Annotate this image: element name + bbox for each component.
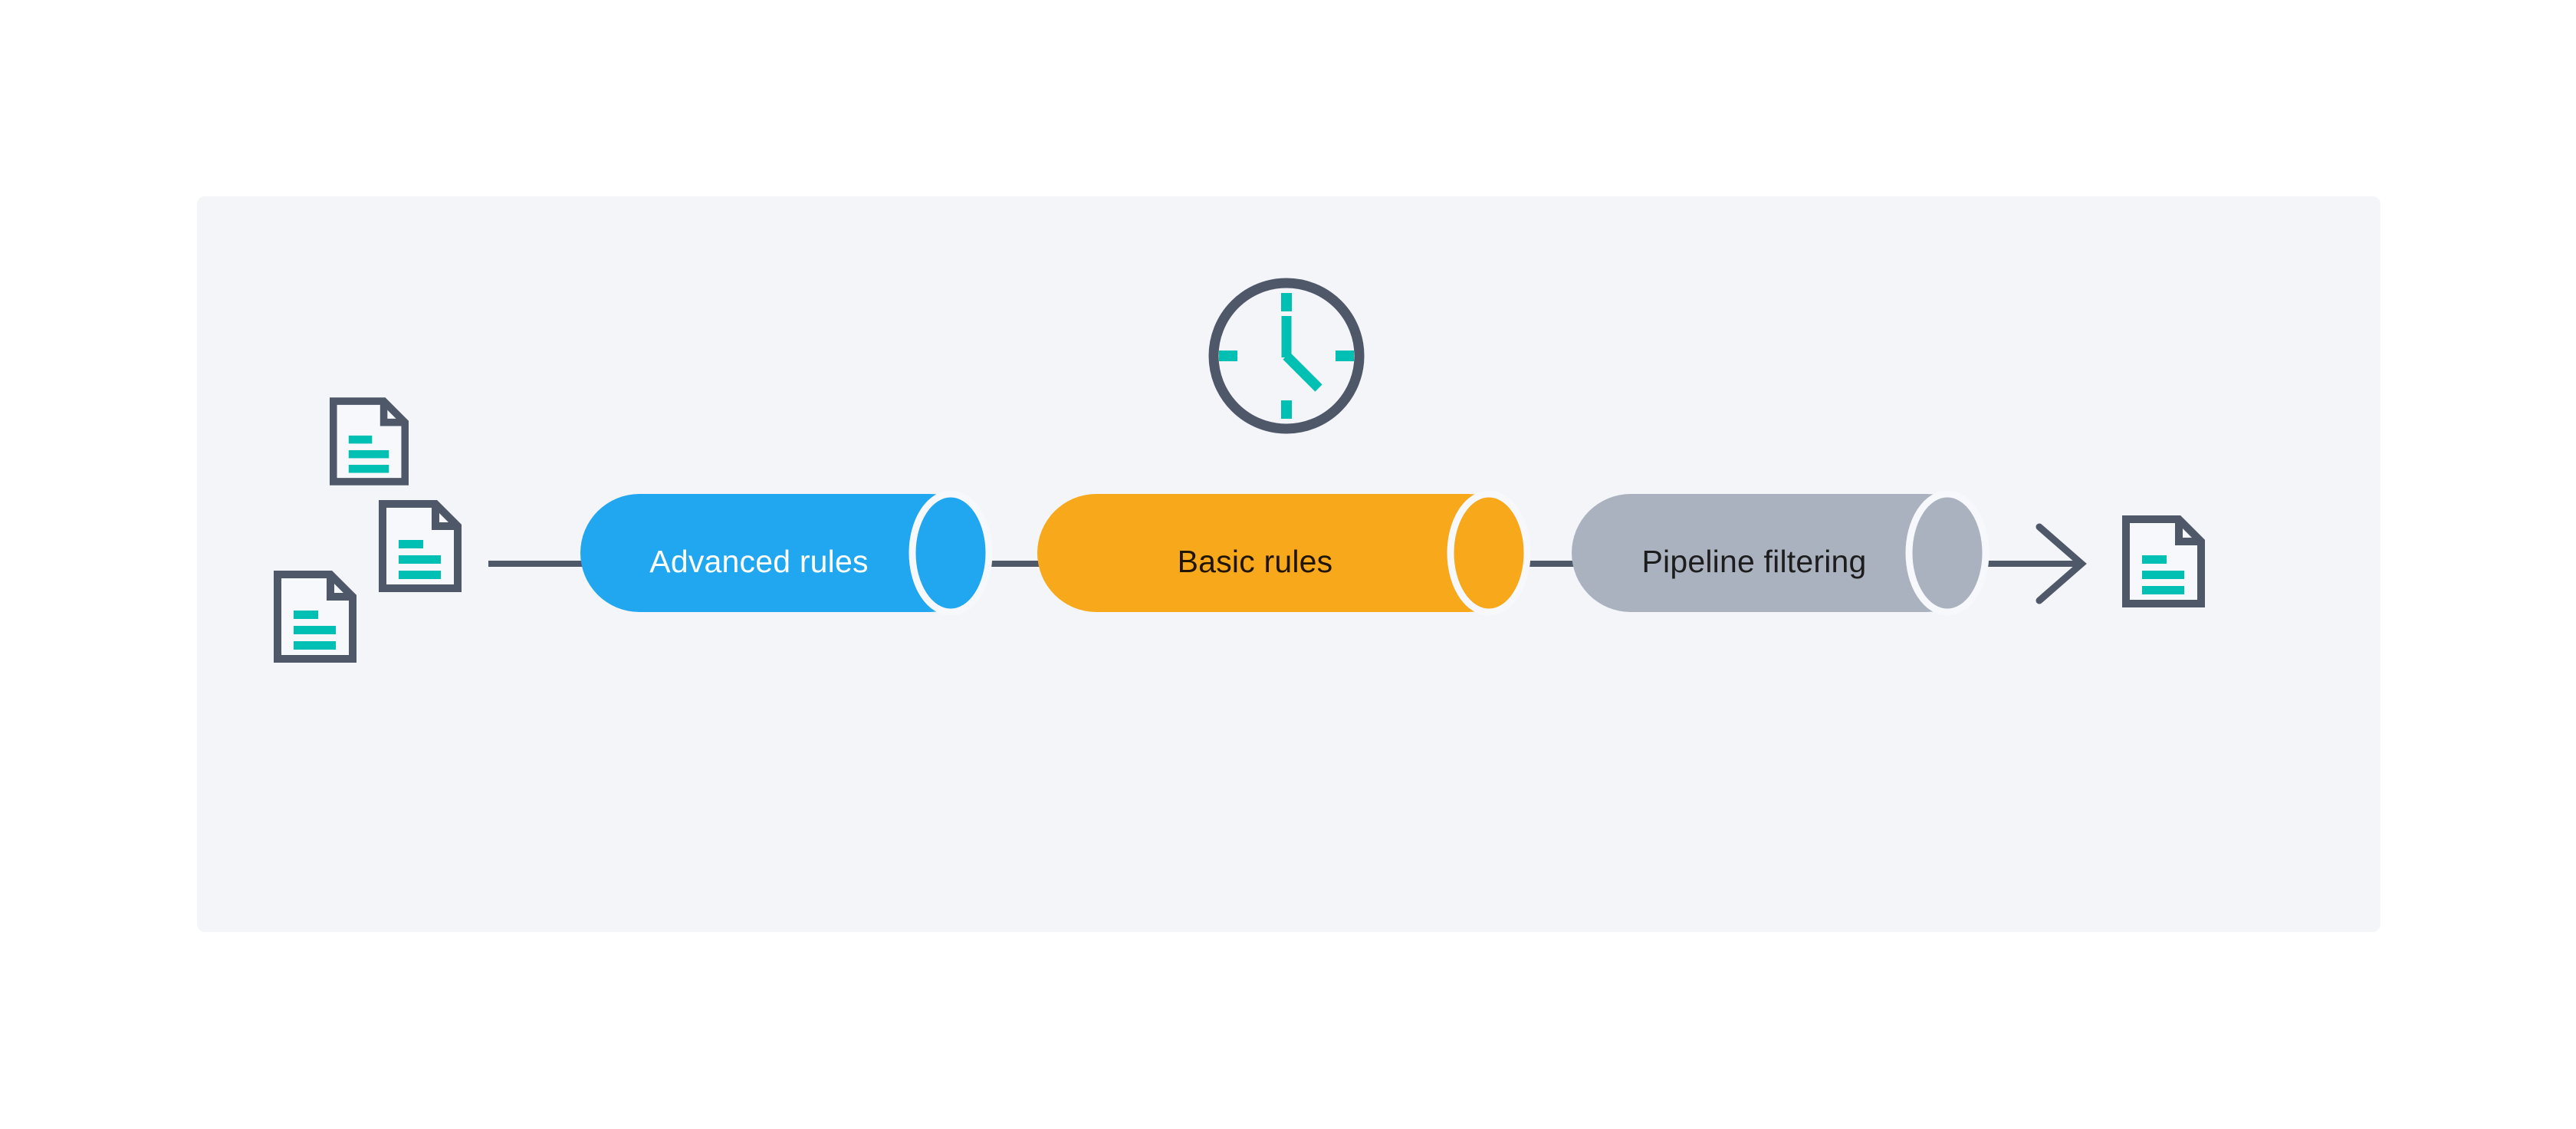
- clock-tick-3: [1336, 351, 1354, 361]
- stage-basic-rules-label: Basic rules: [1178, 544, 1333, 579]
- clock-tick-6: [1281, 400, 1292, 419]
- input-documents-group: [278, 401, 458, 659]
- clock-minute-hand: [1283, 352, 1322, 392]
- output-documents-group: [2126, 519, 2201, 604]
- stage-advanced-rules-label: Advanced rules: [649, 544, 868, 579]
- clock-face-ring: [1208, 278, 1365, 434]
- stage-advanced-rules-cap: [909, 490, 993, 616]
- clock-tick-9: [1219, 351, 1237, 361]
- scheduler-clock-icon: [1208, 278, 1365, 434]
- stage-basic-rules[interactable]: Basic rules: [1037, 490, 1531, 616]
- arrow-head-icon: [2036, 523, 2087, 604]
- stage-pipeline-filtering-body: [1572, 494, 1986, 612]
- stage-basic-rules-body: [1037, 494, 1527, 612]
- stage-basic-rules-cap: [1447, 490, 1531, 616]
- stage-advanced-rules[interactable]: Advanced rules: [580, 490, 993, 616]
- input-document-bottom-icon: [278, 574, 353, 659]
- input-document-top-icon: [334, 401, 405, 482]
- clock-tick-12: [1281, 293, 1292, 311]
- stage-pipeline-filtering-label: Pipeline filtering: [1641, 544, 1866, 579]
- output-document-icon: [2126, 519, 2201, 604]
- input-document-middle-icon: [383, 504, 458, 588]
- stage-pipeline-filtering[interactable]: Pipeline filtering: [1572, 490, 1990, 616]
- stage-advanced-rules-body: [580, 494, 989, 612]
- stage-pipeline-filtering-cap: [1905, 490, 1990, 616]
